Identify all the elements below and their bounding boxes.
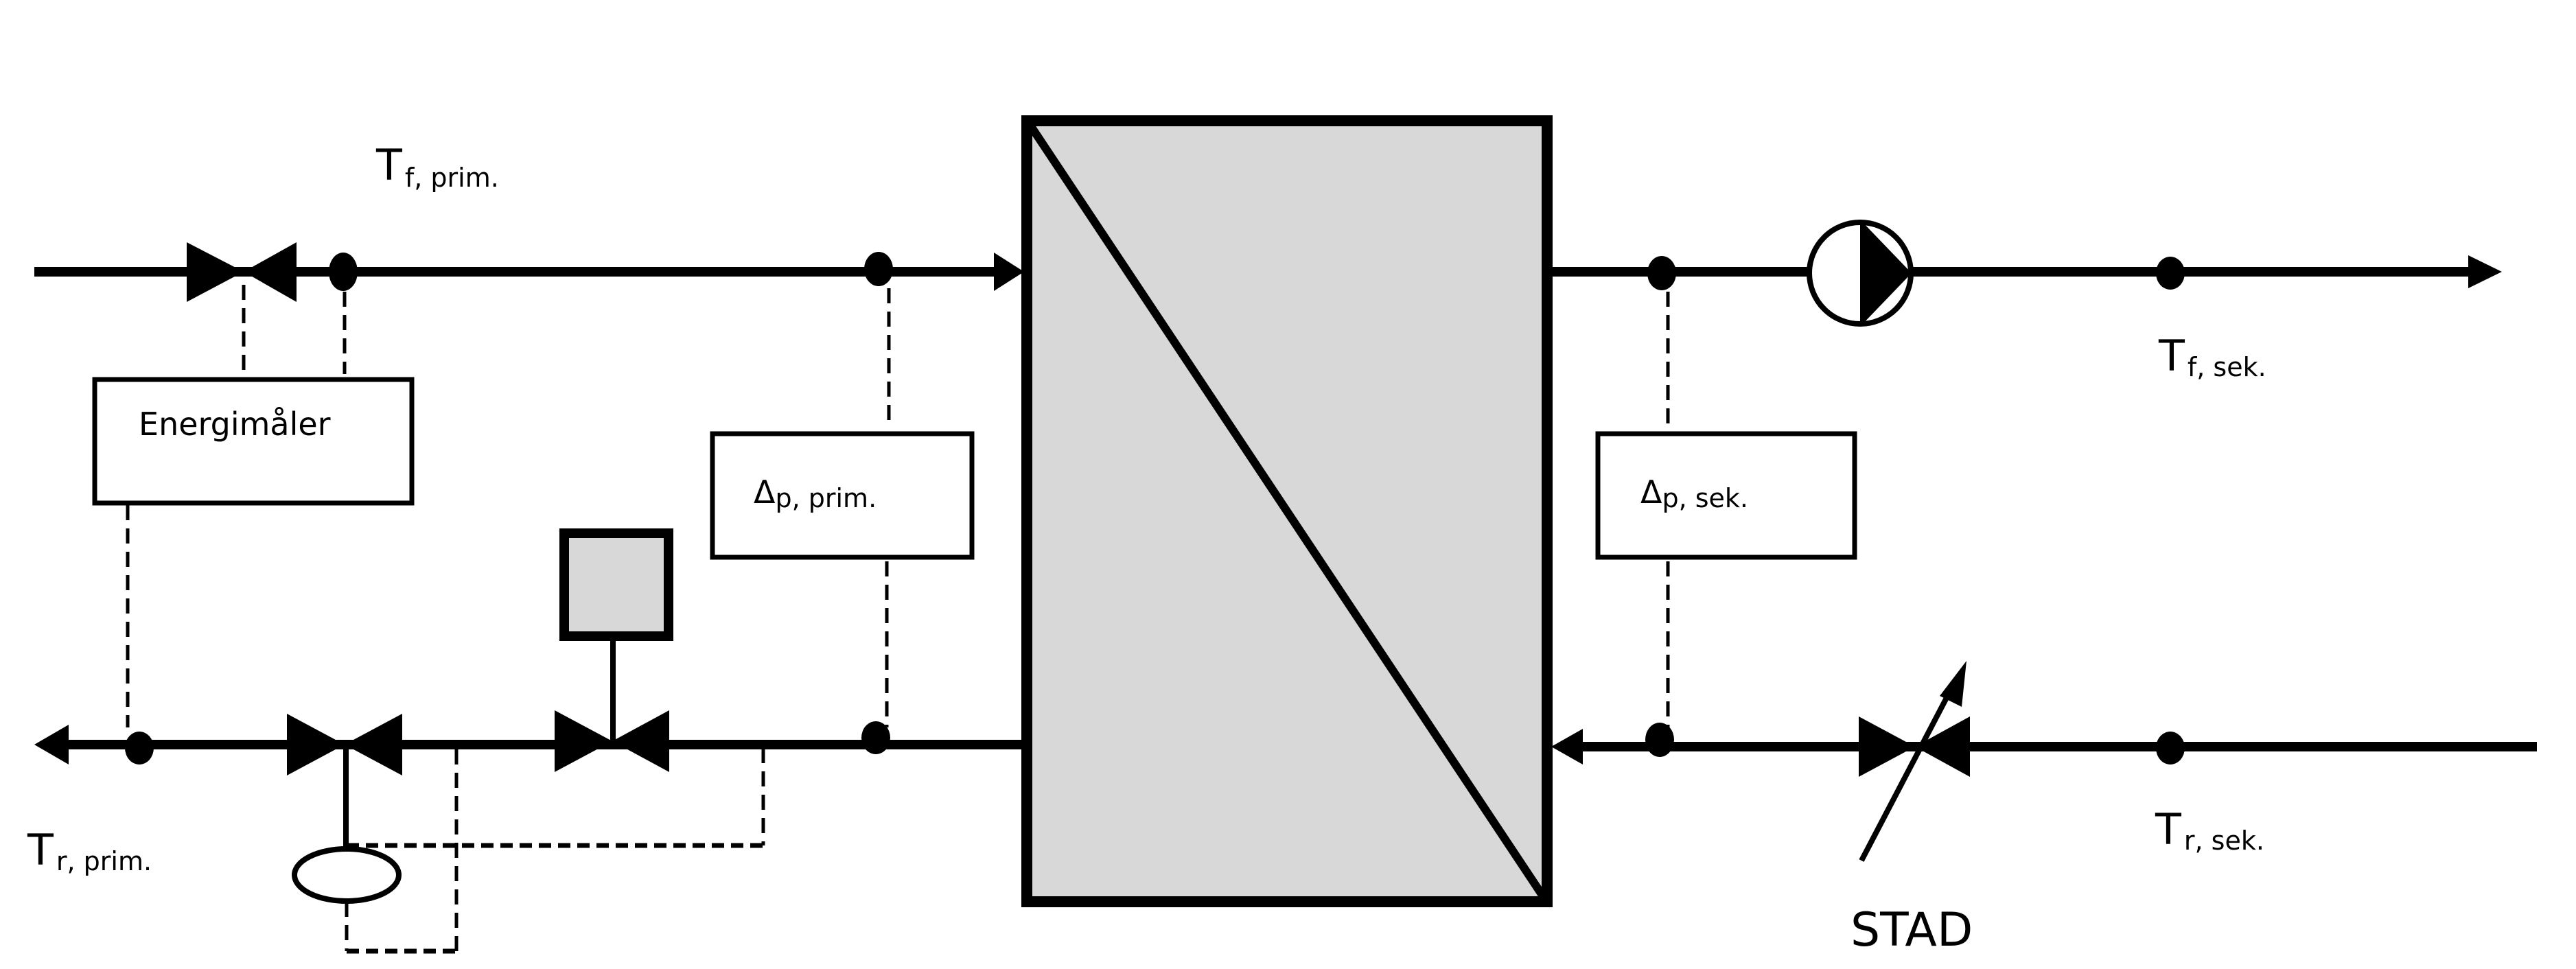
differential-pressure-control-valve[interactable] (287, 714, 402, 775)
pump-direction-icon (1860, 220, 1912, 327)
t-supply-primary-sub: f, prim. (405, 163, 499, 193)
valve-left-triangle-icon (555, 710, 612, 772)
dp-secondary-label: Δp, sek. (1640, 474, 1748, 513)
pressure-tap-primary-return[interactable] (861, 721, 890, 754)
energy-meter[interactable]: Energimåler (92, 377, 415, 506)
temperature-sensor-primary-supply[interactable] (329, 253, 358, 291)
dp-primary-sub: p, prim. (775, 483, 877, 513)
delta-symbol: Δ (754, 474, 776, 511)
heat-exchanger[interactable] (1021, 115, 1553, 907)
adjustment-arrow-head-icon (1940, 661, 1966, 707)
adjustment-arrow-shaft (1859, 678, 1959, 862)
balancing-valve-stad[interactable] (1859, 661, 1970, 862)
t-return-secondary-main: T (2155, 804, 2182, 854)
differential-pressure-controller[interactable] (292, 846, 402, 904)
secondary-supply-flow-arrow-icon (2468, 255, 2502, 288)
dp-primary-box (710, 431, 975, 560)
pressure-tap-secondary-supply[interactable] (1647, 256, 1676, 290)
circulation-pump[interactable] (1807, 220, 1914, 327)
shutoff-valve-primary-supply[interactable] (187, 242, 297, 302)
dp-secondary-sensor[interactable]: Δp, sek. (1595, 431, 1857, 560)
primary-return-flow-arrow-icon (34, 725, 69, 764)
secondary-return-flow-arrow-icon (1551, 729, 1583, 764)
primary-supply-flow-arrow-icon (994, 253, 1024, 291)
stad-label: STAD (1850, 903, 1973, 957)
pressure-tap-primary-supply[interactable] (864, 252, 893, 286)
t-return-primary-sub: r, prim. (56, 846, 152, 876)
delta-symbol: Δ (1640, 474, 1662, 511)
t-supply-secondary-sub: f, sek. (2188, 352, 2266, 382)
valve-left-triangle-icon (1859, 716, 1915, 777)
pressure-tap-secondary-return[interactable] (1645, 723, 1674, 757)
heat-exchanger-diagonal (1028, 124, 1546, 899)
valve-right-triangle-icon (1915, 716, 1970, 777)
dp-primary-sensor[interactable]: Δp, prim. (710, 431, 975, 560)
t-supply-secondary-main: T (2158, 331, 2185, 381)
valve-right-triangle-icon (612, 710, 669, 772)
energy-meter-box (92, 377, 415, 506)
temperature-sensor-primary-return[interactable] (125, 732, 154, 764)
dp-secondary-box (1595, 431, 1857, 560)
control-valve-with-actuator[interactable] (555, 528, 673, 772)
valve-right-triangle-icon (244, 242, 297, 302)
valve-left-triangle-icon (187, 242, 244, 302)
temperature-sensor-secondary-return[interactable] (2156, 732, 2185, 764)
dp-primary-label: Δp, prim. (754, 474, 877, 513)
valve-left-triangle-icon (287, 714, 345, 775)
energy-meter-label: Energimåler (139, 406, 331, 443)
t-return-secondary-sub: r, sek. (2184, 826, 2264, 856)
t-return-primary-main: T (27, 825, 54, 875)
t-supply-primary-main: T (375, 140, 403, 190)
actuator-box (559, 528, 673, 641)
valve-right-triangle-icon (345, 714, 402, 775)
dp-secondary-sub: p, sek. (1662, 483, 1748, 513)
temperature-sensor-secondary-supply[interactable] (2156, 257, 2185, 290)
